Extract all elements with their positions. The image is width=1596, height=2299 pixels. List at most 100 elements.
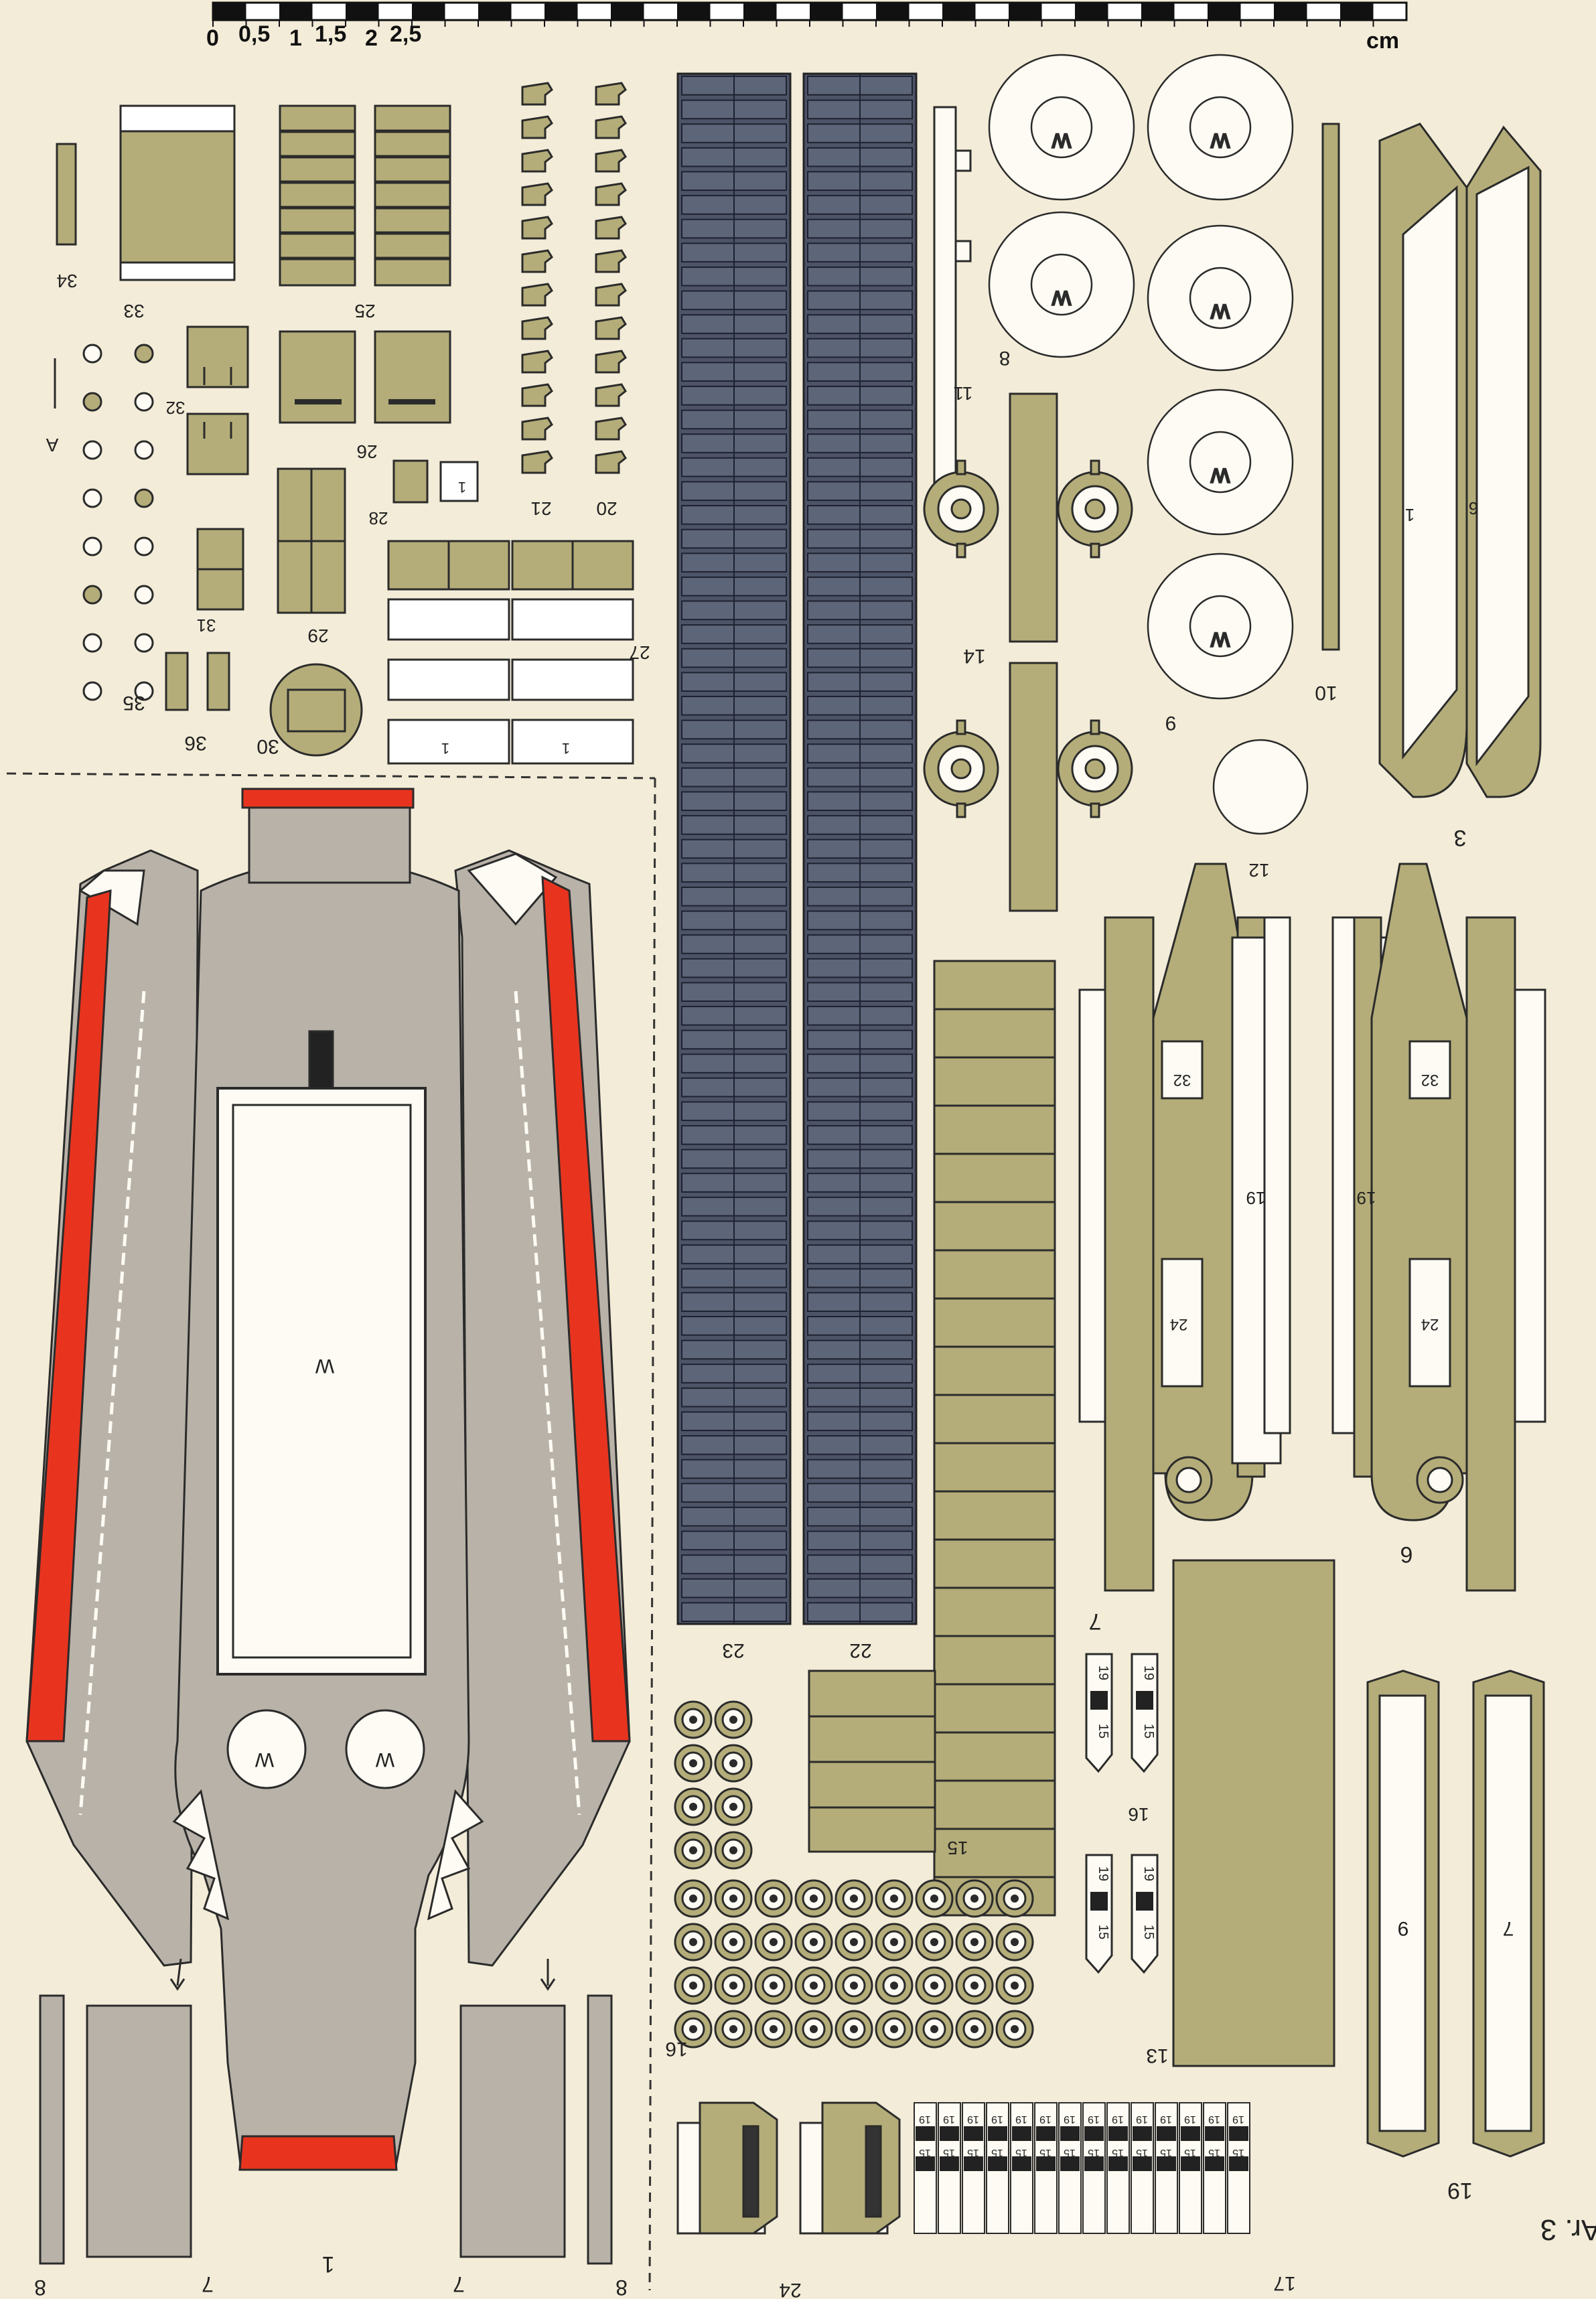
ruler-tick-label-0-5: 0,5 xyxy=(238,21,270,47)
wheel-mark: W xyxy=(255,1749,274,1771)
grid17-number: 15 xyxy=(1064,2147,1076,2158)
track-strips xyxy=(676,72,918,1625)
grid17-number: 15 xyxy=(919,2147,931,2158)
part-label-p17: 17 xyxy=(1273,2272,1295,2294)
grid17-number: 19 xyxy=(1136,2113,1148,2125)
bracket-1-9 xyxy=(595,383,627,407)
grid17-number: 15 xyxy=(1208,2147,1220,2158)
part-25-panel-0 xyxy=(279,104,356,287)
dot-0-4 xyxy=(82,536,102,557)
bracket-1-6 xyxy=(595,283,627,307)
bracket-0-4 xyxy=(521,216,553,240)
part-label-p30: 30 xyxy=(257,735,279,757)
part-label-p35: 35 xyxy=(123,692,145,714)
part-label-p15: 15 xyxy=(947,1838,968,1858)
part-36-b xyxy=(206,652,230,711)
dot-1-4 xyxy=(134,536,154,557)
cut-guides xyxy=(6,772,656,2291)
dot-1-2 xyxy=(134,440,154,460)
stripe-number: 19 xyxy=(1096,1866,1110,1881)
bracket-1-2 xyxy=(595,149,627,173)
stripe-number: 19 xyxy=(1096,1665,1110,1680)
bracket-0-10 xyxy=(521,417,553,441)
stripe-number: 15 xyxy=(1141,1724,1156,1738)
bracket-1-4 xyxy=(595,216,627,240)
grid17-number: 19 xyxy=(1015,2113,1027,2125)
part-label-p7: 7 xyxy=(453,2272,465,2296)
part-label-p20: 20 xyxy=(596,498,617,519)
part-14-axles xyxy=(923,392,1133,912)
part-label-p26: 26 xyxy=(356,441,377,462)
part-label-p8: 8 xyxy=(34,2276,46,2299)
bracket-0-9 xyxy=(521,383,553,407)
stripe-part-0 xyxy=(1085,1653,1113,1773)
ruler-tick-label-2: 2 xyxy=(365,25,378,51)
grid17-number: 15 xyxy=(1136,2147,1148,2158)
grid17-number: 19 xyxy=(1088,2113,1100,2125)
part-label-p34: 34 xyxy=(56,271,77,291)
part-26-box-a xyxy=(279,330,356,424)
part-label-p3: 3 xyxy=(1454,825,1467,850)
part-3-side xyxy=(1378,123,1542,798)
part-label-p11: 11 xyxy=(953,383,972,404)
big-wheel-0 xyxy=(988,54,1135,201)
dot-0-0 xyxy=(82,344,102,364)
part-label-p7: 7 xyxy=(1503,1917,1514,1939)
dot-1-0 xyxy=(134,344,154,364)
grid17-number: 15 xyxy=(943,2147,955,2158)
part-label-p6: 6 xyxy=(1400,1542,1413,1567)
stripe-number: 15 xyxy=(1096,1724,1110,1738)
part-label-p8: 8 xyxy=(615,2276,628,2299)
part-label-p1: 1 xyxy=(562,740,570,757)
part-label-p19: 19 xyxy=(1357,1188,1376,1208)
dot-1-7 xyxy=(134,681,154,701)
grid17-number: 15 xyxy=(1184,2147,1196,2158)
dot-1-6 xyxy=(134,633,154,653)
bracket-0-6 xyxy=(521,283,553,307)
wheel-mark: W xyxy=(375,1749,394,1771)
part-label-p28: 28 xyxy=(369,508,388,528)
grid17-number: 15 xyxy=(1088,2147,1100,2158)
bracket-1-5 xyxy=(595,249,627,273)
part-32-box-a xyxy=(186,325,249,388)
stripe-number: 15 xyxy=(1096,1925,1110,1939)
grid17-number: 19 xyxy=(943,2113,955,2125)
dot-1-5 xyxy=(134,585,154,605)
part-label-pA: A xyxy=(46,435,58,455)
part-11 xyxy=(933,106,972,497)
dot-0-2 xyxy=(82,440,102,460)
bracket-1-1 xyxy=(595,115,627,139)
wheel-mark: W xyxy=(1051,287,1071,309)
small-parts-area xyxy=(54,82,634,765)
dot-0-7 xyxy=(82,681,102,701)
part-label-p24: 24 xyxy=(779,2279,801,2299)
road-wheels-grid xyxy=(674,1700,1034,2049)
bracket-0-1 xyxy=(521,115,553,139)
bracket-1-0 xyxy=(595,82,627,106)
ruler-tick-label-0: 0 xyxy=(206,25,219,51)
big-wheel-3 xyxy=(1147,224,1294,372)
grid17-number: 15 xyxy=(1015,2147,1027,2158)
part-label-p19: 19 xyxy=(1447,2178,1473,2203)
ruler-unit: cm xyxy=(1366,28,1399,54)
grid17-number: 19 xyxy=(991,2113,1003,2125)
part-15-blocks xyxy=(808,960,1056,1917)
part-label-p33: 33 xyxy=(123,301,144,321)
wheel-mark: W xyxy=(1210,300,1230,322)
part-13-panel xyxy=(1172,1559,1335,2067)
part-label-p9: 9 xyxy=(1398,1917,1409,1939)
part-label-p1: 1 xyxy=(1405,505,1414,525)
dot-0-3 xyxy=(82,488,102,508)
grid17-number: 19 xyxy=(1039,2113,1051,2125)
stripe-number: 19 xyxy=(1141,1866,1156,1881)
big-wheel-5 xyxy=(1147,552,1294,700)
part-label-p25: 25 xyxy=(354,301,375,321)
stripe-number: 15 xyxy=(1141,1925,1156,1939)
part-label-p16: 16 xyxy=(1128,1804,1149,1825)
dot-0-6 xyxy=(82,633,102,653)
part-label-p19: 19 xyxy=(1246,1188,1266,1208)
